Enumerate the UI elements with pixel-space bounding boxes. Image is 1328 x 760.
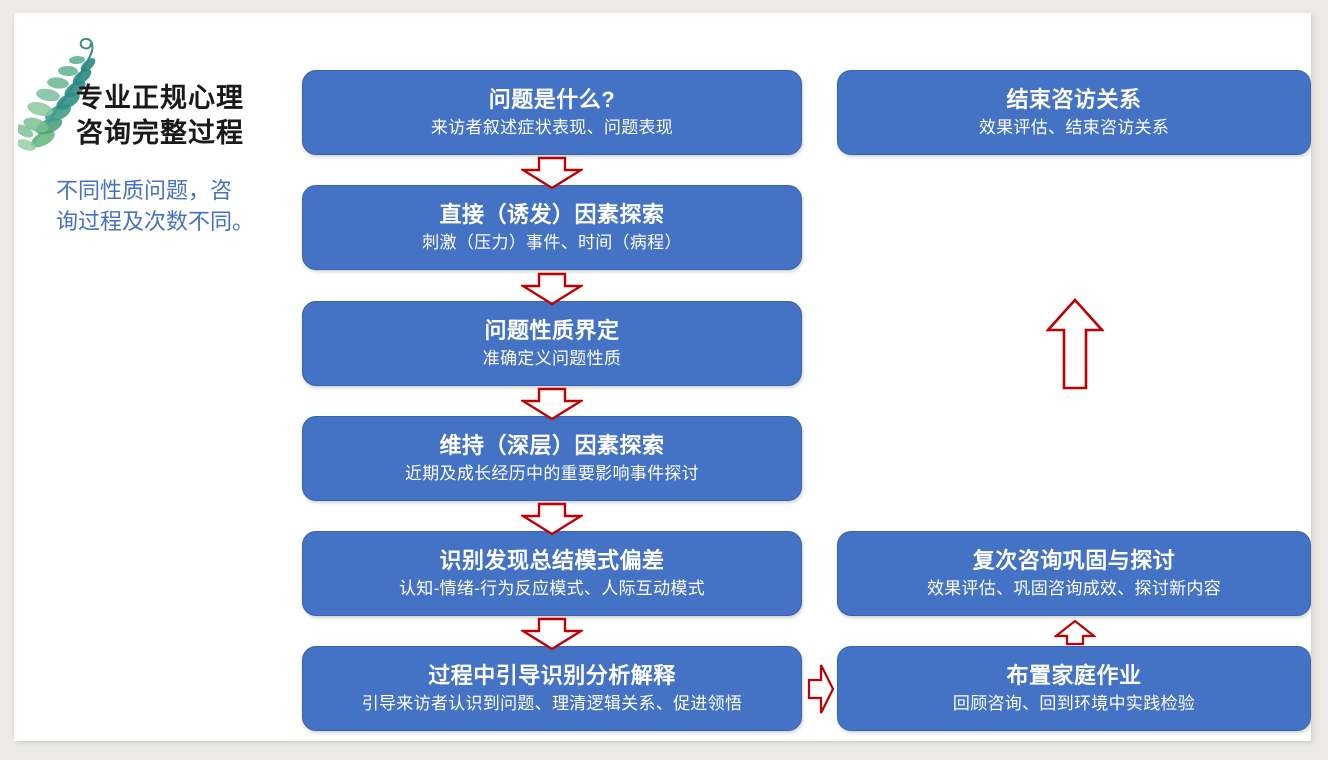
- arrow-down-icon: [521, 272, 583, 306]
- title-panel: 专业正规心理 咨询完整过程 不同性质问题，咨 询过程及次数不同。: [14, 13, 289, 263]
- flow-step-end-counseling-relationship[interactable]: 结束咨访关系 效果评估、结束咨访关系: [837, 70, 1311, 155]
- flow-step-repeat-consultation-consolidation[interactable]: 复次咨询巩固与探讨 效果评估、巩固咨询成效、探讨新内容: [837, 531, 1311, 616]
- flow-step-subtitle: 来访者叙述症状表现、问题表现: [430, 117, 674, 137]
- flow-step-subtitle: 准确定义问题性质: [482, 348, 622, 368]
- flow-step-subtitle: 回顾咨询、回到环境中实践检验: [952, 693, 1196, 713]
- arrow-down-icon: [521, 387, 583, 421]
- flow-step-subtitle: 刺激（压力）事件、时间（病程）: [422, 232, 682, 252]
- flow-step-problem-definition[interactable]: 问题是什么? 来访者叙述症状表现、问题表现: [302, 70, 802, 155]
- flow-step-subtitle: 效果评估、巩固咨询成效、探讨新内容: [926, 578, 1222, 598]
- flow-step-title: 直接（诱发）因素探索: [439, 202, 665, 228]
- slide-page: 专业正规心理 咨询完整过程 不同性质问题，咨 询过程及次数不同。 问题是什么? …: [14, 13, 1311, 741]
- flow-step-title: 问题是什么?: [488, 87, 616, 113]
- flow-step-title: 结束咨访关系: [1006, 87, 1142, 113]
- flow-step-title: 过程中引导识别分析解释: [428, 663, 676, 689]
- flow-step-title: 维持（深层）因素探索: [439, 433, 665, 459]
- flow-step-subtitle: 引导来访者认识到问题、理清逻辑关系、促进领悟: [361, 693, 743, 713]
- arrow-right-icon: [807, 663, 835, 715]
- flow-step-subtitle: 效果评估、结束咨访关系: [978, 117, 1170, 137]
- page-title-line-2: 咨询完整过程: [76, 117, 244, 148]
- page-subtitle: 不同性质问题，咨 询过程及次数不同。: [56, 175, 281, 237]
- page-subtitle-line-1: 不同性质问题，咨: [56, 178, 233, 203]
- leaf-branch-icon: [18, 27, 110, 152]
- arrow-down-icon: [521, 617, 583, 651]
- flow-step-guided-analysis-interpretation[interactable]: 过程中引导识别分析解释 引导来访者认识到问题、理清逻辑关系、促进领悟: [302, 646, 802, 731]
- page-title-line-1: 专业正规心理: [76, 83, 244, 113]
- flow-step-subtitle: 认知-情绪-行为反应模式、人际互动模式: [398, 578, 706, 598]
- flow-step-title: 识别发现总结模式偏差: [439, 548, 665, 574]
- flow-step-problem-nature-definition[interactable]: 问题性质界定 准确定义问题性质: [302, 301, 802, 386]
- flow-step-maintaining-factor-exploration[interactable]: 维持（深层）因素探索 近期及成长经历中的重要影响事件探讨: [302, 416, 802, 501]
- flow-step-pattern-bias-identification[interactable]: 识别发现总结模式偏差 认知-情绪-行为反应模式、人际互动模式: [302, 531, 802, 616]
- page-title: 专业正规心理 咨询完整过程: [76, 81, 286, 150]
- flow-step-title: 复次咨询巩固与探讨: [972, 548, 1176, 574]
- flow-step-title: 布置家庭作业: [1006, 663, 1142, 689]
- arrow-up-large-icon: [1046, 298, 1104, 390]
- flow-step-subtitle: 近期及成长经历中的重要影响事件探讨: [404, 463, 700, 483]
- flow-step-title: 问题性质界定: [484, 318, 620, 344]
- arrow-down-icon: [521, 502, 583, 536]
- flow-step-direct-factor-exploration[interactable]: 直接（诱发）因素探索 刺激（压力）事件、时间（病程）: [302, 185, 802, 270]
- arrow-down-icon: [521, 156, 583, 190]
- page-subtitle-line-2: 询过程及次数不同。: [56, 209, 255, 235]
- flow-step-assign-homework[interactable]: 布置家庭作业 回顾咨询、回到环境中实践检验: [837, 646, 1311, 731]
- arrow-up-icon: [1054, 619, 1096, 646]
